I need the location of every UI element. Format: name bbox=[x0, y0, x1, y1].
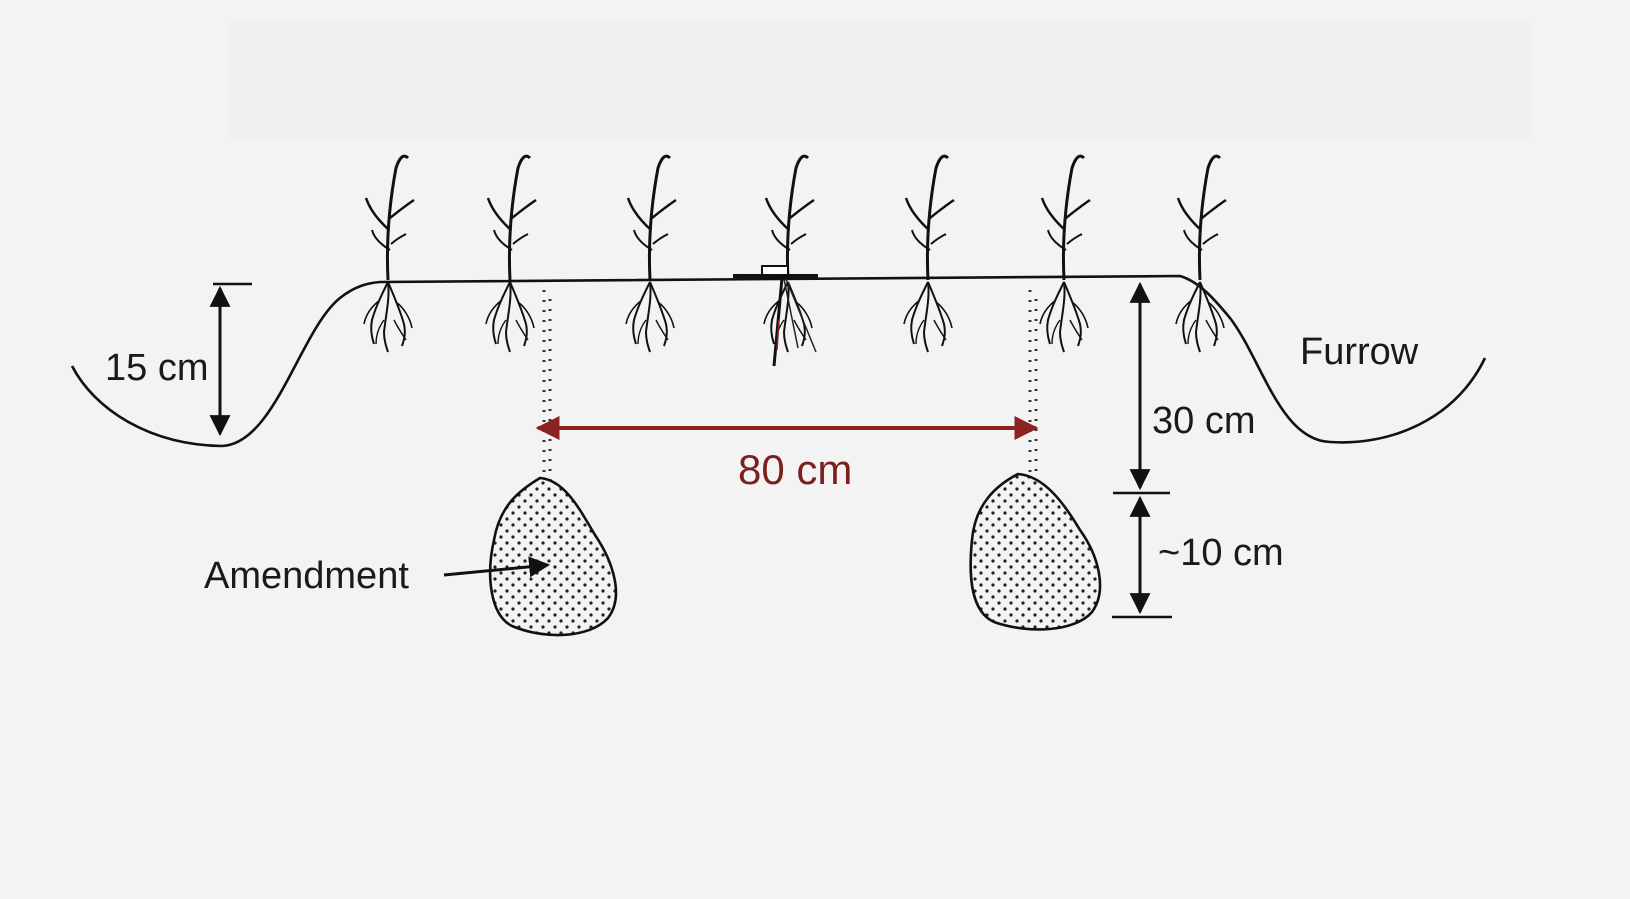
amendment-label: Amendment bbox=[204, 555, 409, 597]
background-panel-inner bbox=[230, 20, 1530, 140]
depth-label: 30 cm bbox=[1152, 400, 1255, 442]
furrow-label: Furrow bbox=[1300, 331, 1419, 373]
spacing-label: 80 cm bbox=[738, 446, 852, 493]
ridge-height-label: 15 cm bbox=[105, 347, 208, 389]
amendment-thickness-label: ~10 cm bbox=[1158, 532, 1284, 574]
